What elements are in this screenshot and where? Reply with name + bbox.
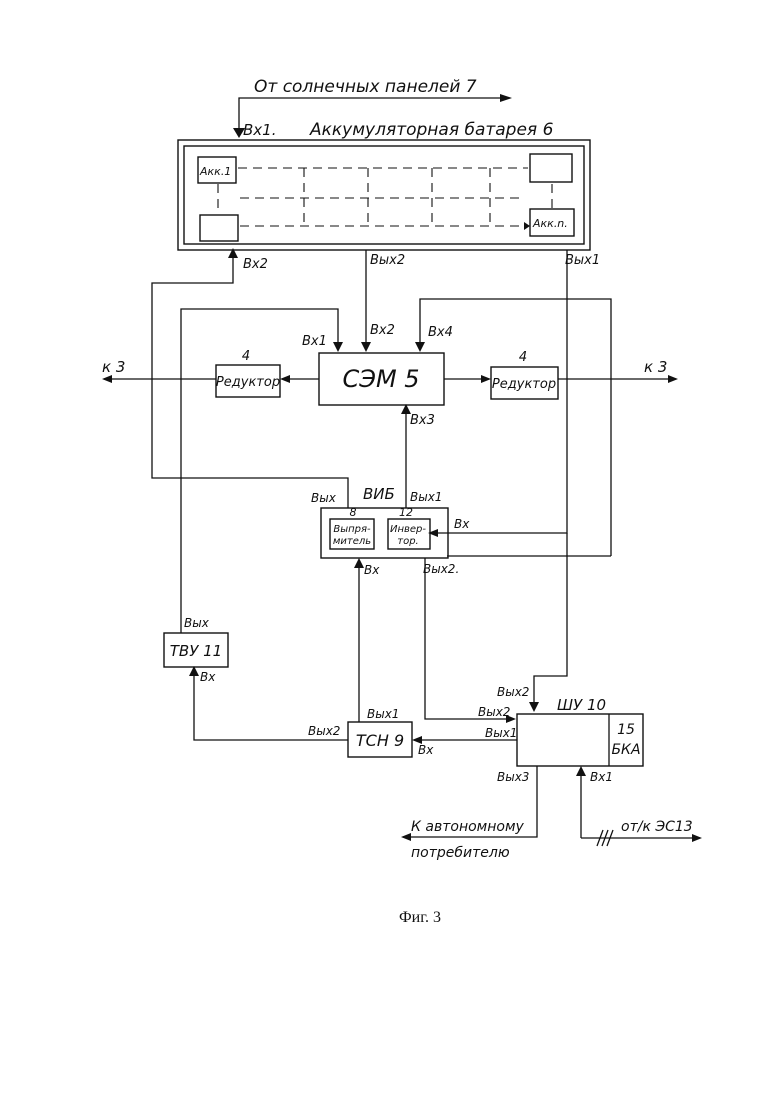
tsn-label: ТСН 9 [356,731,404,750]
figure-caption: Фиг. 3 [399,909,441,926]
shu-out3-label: Вых3 [497,770,529,784]
vib-in-label: Вх [454,517,470,531]
rectifier-line2: митель [333,536,371,547]
cell-bottom-left-box [200,215,238,241]
cell-n-label: Акк.n. [532,217,568,230]
battery-cell-grid [198,154,574,241]
inverter-num: 12 [399,506,413,519]
shu-in-vib-label: Вых2 [478,705,510,719]
tvu-in-label: Вх [200,670,216,684]
battery-in1-label: Вх1. [243,121,276,139]
tsn-to-rectifier [354,558,364,722]
tsn-out2-label: Вых2 [308,724,340,738]
battery-out1-label: Вых1 [565,253,600,268]
battery-out1-to-inverter-and-shu [428,250,567,712]
battery-in2-label: Вх2 [243,257,268,272]
sem-label: СЭМ 5 [342,365,419,393]
vib-out-label: Вых [311,491,337,505]
tvu-out-label: Вых [184,616,210,630]
battery-block [178,140,590,250]
bka-label: БКА [611,742,640,758]
battery-out2-label: Вых2 [370,253,405,268]
consumer-line2: потребителю [411,845,510,861]
vib-title: ВИБ [363,485,395,503]
es-link-label: от/к ЭС13 [621,819,693,835]
vib-out1-label: Вых1 [410,490,442,504]
tsn-in-label: Вх [418,743,434,757]
tvu-label: ТВУ 11 [170,642,222,660]
reducer-left-num: 4 [242,349,250,364]
consumer-line1: К автономному [411,819,525,835]
cell-1-label: Акк.1 [199,165,231,178]
reducer-right-label: Редуктор [492,377,556,392]
inverter-line1: Инвер- [390,524,426,535]
shu-in-top-label: Вых2 [497,685,529,699]
left-output-label: к 3 [102,358,125,376]
sem-in1-line [181,309,343,592]
rectifier-num: 8 [350,506,357,519]
sem-in4-label: Вх4 [428,325,453,340]
solar-input-label: От солнечных панелей 7 [254,77,477,97]
reducer-left-label: Редуктор [216,375,280,390]
sem-in3-label: Вх3 [410,413,435,428]
tsn-out1-label: Вых1 [367,707,399,721]
reducer-right-num: 4 [519,350,527,365]
rectifier-in-label: Вх [364,563,380,577]
shu-label: ШУ 10 [557,696,606,714]
sem-in1-label: Вх1 [302,334,327,349]
battery-title: Аккумуляторная батарея 6 [309,120,554,140]
shu-in-tsn-label: Вых1 [485,726,517,740]
vib-out2-label: Вых2. [423,562,459,576]
bka-num: 15 [617,722,635,738]
shu-in1-label: Вх1 [590,770,613,784]
sem-in2-label: Вх2 [370,323,395,338]
rectifier-line1: Выпря- [333,524,371,535]
cell-top-right-box [530,154,572,182]
inverter-line2: тор. [397,536,418,547]
right-output-label: к 3 [644,358,667,376]
